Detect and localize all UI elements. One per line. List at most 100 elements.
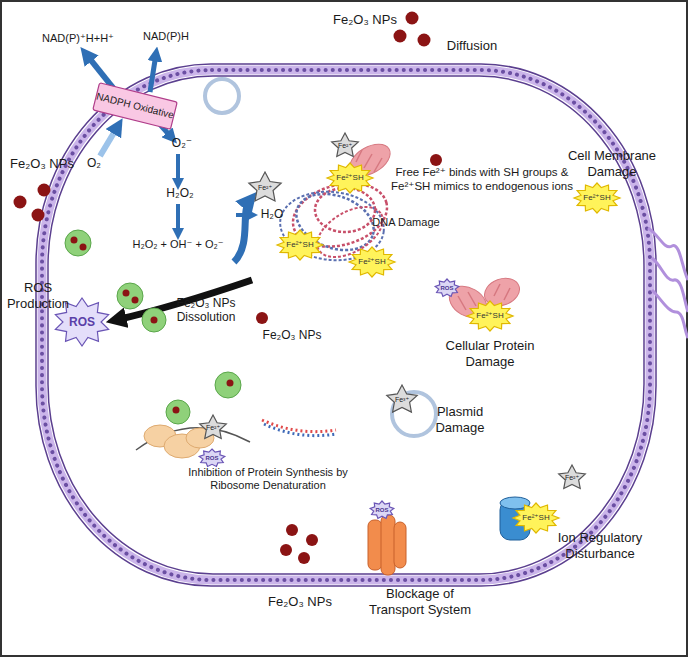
iron-ion-star-shape [559,465,586,489]
nanoparticle [306,534,318,546]
dissolving-particles [65,230,241,424]
fe-sh-burst: Fe²⁺SH [326,162,374,194]
dissolving-particle [142,308,166,332]
fe-sh-burst-shape [349,247,395,277]
annotation-label: Fe₂O₃ NPs Dissolution [164,296,248,325]
ros-burst: ROS [434,278,460,298]
ros-burst-shape [370,501,394,518]
dna-strand [315,188,375,232]
reaction-arrow [150,54,156,92]
fe-sh-burst-shape [327,163,373,193]
annotation-label: Plasmid Damage [425,404,495,435]
iron-ion-star-shape [387,385,417,412]
dna-fragment [262,420,336,432]
plasmid [205,79,239,113]
node-text: Fe²⁺SH [476,312,503,320]
dna-fragment [264,424,336,436]
node-text: ROS [69,316,95,329]
node-text: Fe²⁺SH [358,258,385,266]
dissolving-particle [166,400,190,424]
iron-ion-star: Fe²⁺ [330,132,360,160]
flagellum [652,290,688,338]
membrane-beads [42,70,650,580]
nanoparticle [71,237,78,244]
annotation-label: O₂ [79,156,109,170]
annotation-label: Fe₂O₃ NPs [255,594,345,610]
flagellum [648,228,688,280]
annotation-label: Fe₂O₃ NPs [320,12,410,28]
fe-sh-burst-shape [467,301,513,331]
inner-membrane [48,76,644,574]
fenton-arrow [234,200,250,262]
fe-sh-burst-shape [277,230,323,260]
nanoparticle [173,407,180,414]
node-text: Fe³⁺ [395,396,409,403]
node-text: Fe²⁺ [206,424,220,431]
fe-sh-burst-shape [513,503,559,533]
node-text: Fe²⁺SH [336,174,363,182]
annotation-label: H₂O₂ [158,186,202,200]
nanoparticle [38,184,51,197]
nanoparticle [418,34,431,47]
nanoparticle [123,290,130,297]
nanoparticle [32,209,45,222]
nanoparticle [14,196,27,209]
iron-ion-star: Fe²⁺ [198,414,228,442]
iron-ion-star: Fe²⁺ [247,171,283,205]
node-text: ROS [205,455,218,461]
node-text: Fe²⁺ [565,474,579,481]
enzyme-box: NADPH Oxidative [92,82,179,131]
nanoparticle [298,552,310,564]
fe-sh-burst: Fe²⁺SH [276,229,324,261]
oxygen-arrow [100,126,118,156]
annotation-label: O₂⁻ [165,136,199,150]
annotation-label: Cell Membrane Damage [564,148,660,179]
annotation-label: NAD(P)H [131,30,201,43]
annotation-label: DNA Damage [364,216,448,229]
nanoparticle [227,380,234,387]
iron-ion-star-shape [200,415,227,439]
nanoparticle [430,154,442,166]
fe-sh-burst: Fe²⁺SH [348,246,396,278]
annotation-label: Fe₂O₃ NPs [2,156,82,172]
ros-burst: ROS [198,448,226,468]
fe-sh-burst: Fe²⁺SH [512,502,560,534]
node-text: Fe²⁺ [258,184,272,191]
nanoparticle [132,297,139,304]
transport-protein [394,522,406,568]
ros-burst: ROS [369,500,395,520]
nanoparticle [280,544,292,556]
membrane-band [42,70,650,580]
dissolving-particle [215,372,241,398]
annotation-label: Free Fe²⁺ binds with SH groups & Fe²⁺SH … [382,166,582,194]
transport-protein [368,520,382,570]
annotation-label: Cellular Protein Damage [435,338,545,369]
iron-ion-star: Fe²⁺ [557,464,587,492]
node-text: ROS [375,507,388,513]
nanoparticle [286,524,298,536]
reaction-arrow [176,154,180,184]
ros-burst-shape [435,279,459,296]
fe-sh-burst: Fe²⁺SH [573,182,621,214]
annotation-label: NAD(P)⁺H+H⁺ [28,32,128,45]
node-text: Fe²⁺SH [522,514,549,522]
node-text: Fe²⁺SH [286,241,313,249]
node-text: ROS [440,285,453,291]
iron-ion-star-shape [332,133,359,157]
enzyme-box-shape [93,83,177,130]
annotation-label: Diffusion [432,38,512,54]
water-arrow [236,213,252,217]
reaction-arrow [176,204,180,234]
annotation-label: Fe₂O₃ NPs [252,328,332,342]
fe-sh-burst-shape [574,183,620,213]
fe-sh-burst: Fe²⁺SH [466,300,514,332]
annotation-label: Ion Regulatory Disturbance [550,530,650,561]
nanoparticle [80,244,87,251]
outer-membrane [36,64,656,586]
annotation-label: ROS Production [2,280,74,311]
nanoparticle [394,30,407,43]
node-text: Fe²⁺SH [583,194,610,202]
